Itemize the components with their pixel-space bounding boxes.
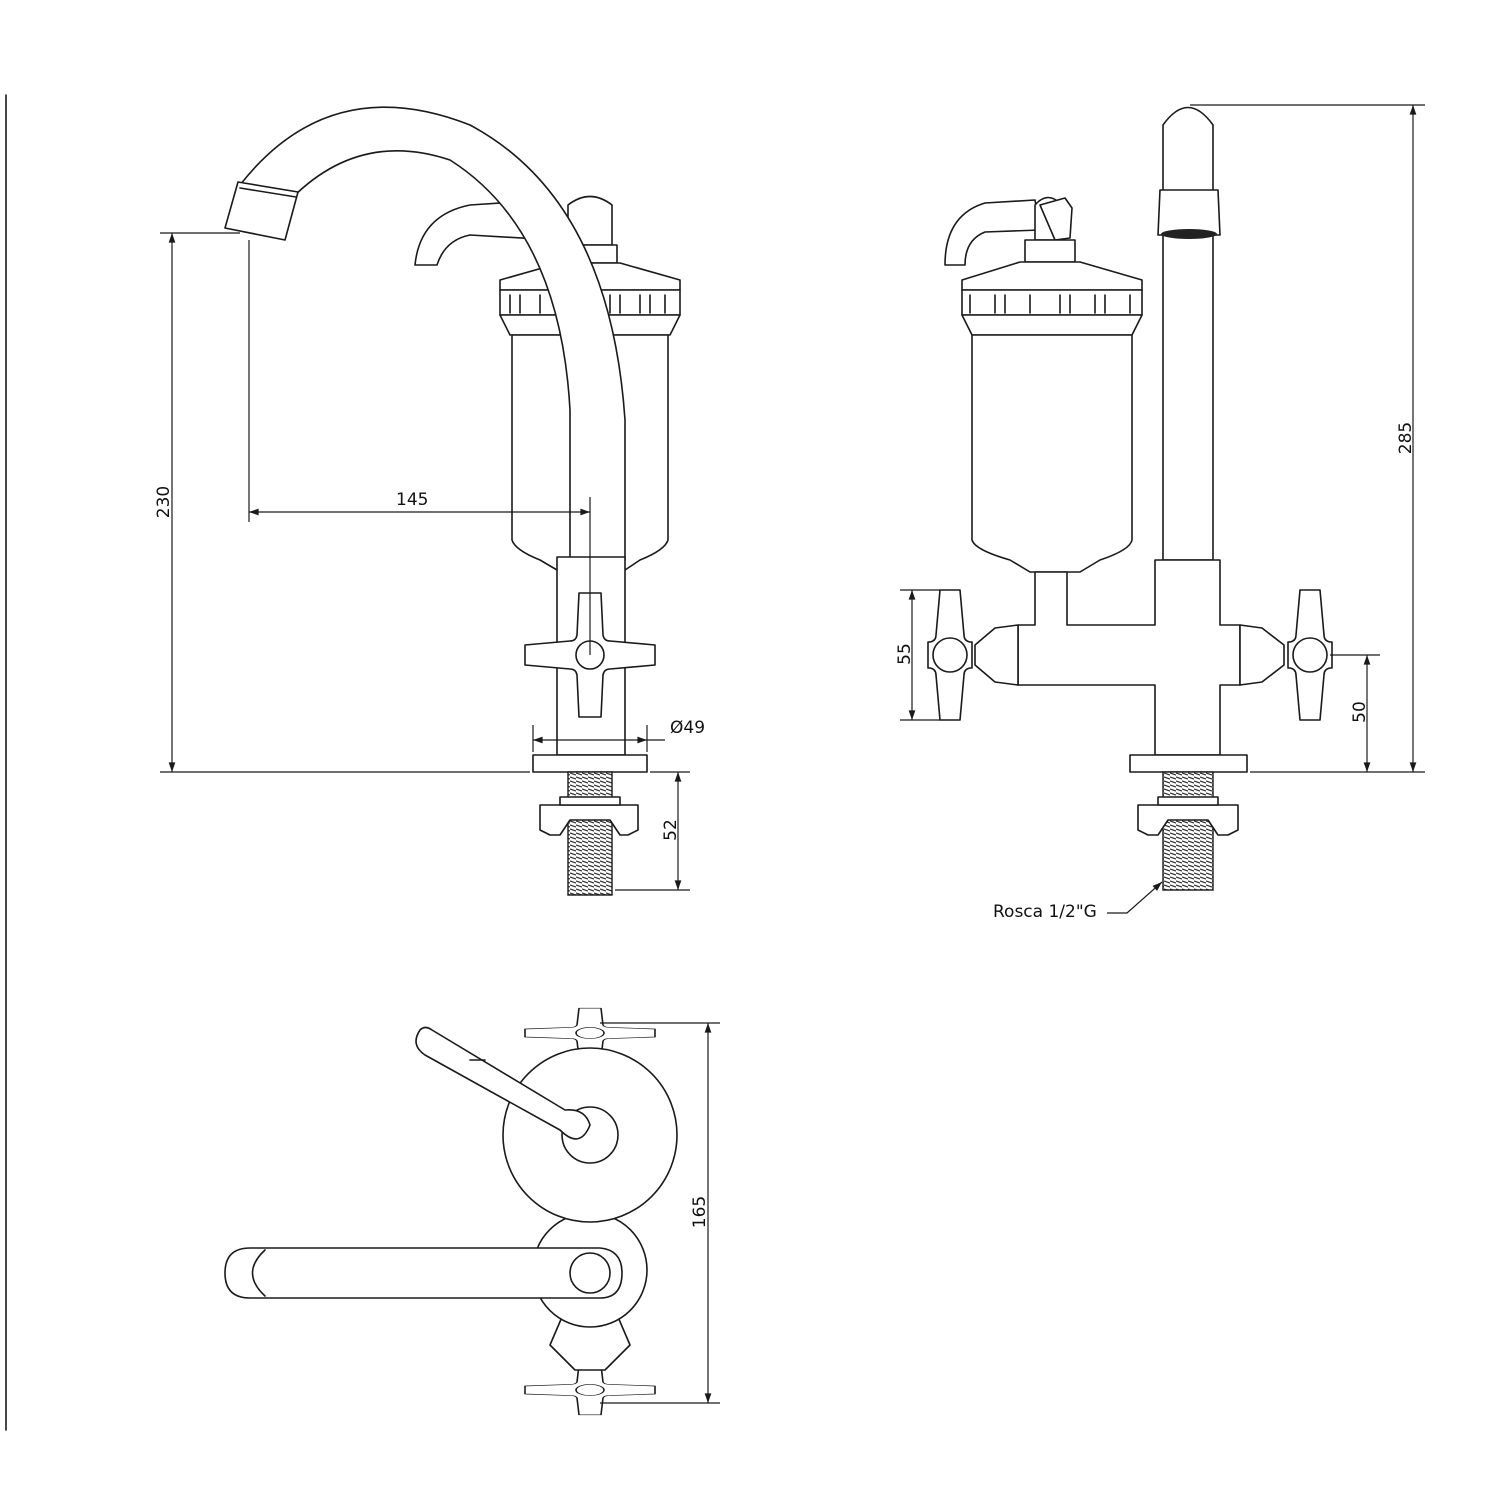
dim-145-label: 145 [396,490,429,510]
dim-285-label: 285 [1396,421,1417,455]
dim-230-label: 230 [154,485,175,519]
filter-cap [567,195,613,246]
lock-nut [539,804,639,836]
dim-55-label: 55 [894,643,915,665]
base-plate [532,754,648,773]
filter-body-side [971,334,1133,573]
dim-50-label: 50 [1349,701,1370,723]
spout [239,106,626,561]
side-view [900,104,1425,914]
body-side [1017,559,1241,756]
dim-52-label: 52 [660,819,681,841]
thread-callout: Rosca 1/2"G [993,902,1097,922]
cross-handle-right [1287,589,1333,721]
spout-side [1162,106,1214,561]
top-view [224,1007,720,1416]
spout-top [224,1247,623,1299]
dim-diameter-label: Ø49 [670,718,706,738]
dim-165-label: 165 [690,1195,711,1229]
aerator [224,181,299,241]
filter-lever-top [415,1026,591,1140]
front-view [160,106,690,896]
cross-handle-left [927,589,973,721]
thread [567,771,613,896]
